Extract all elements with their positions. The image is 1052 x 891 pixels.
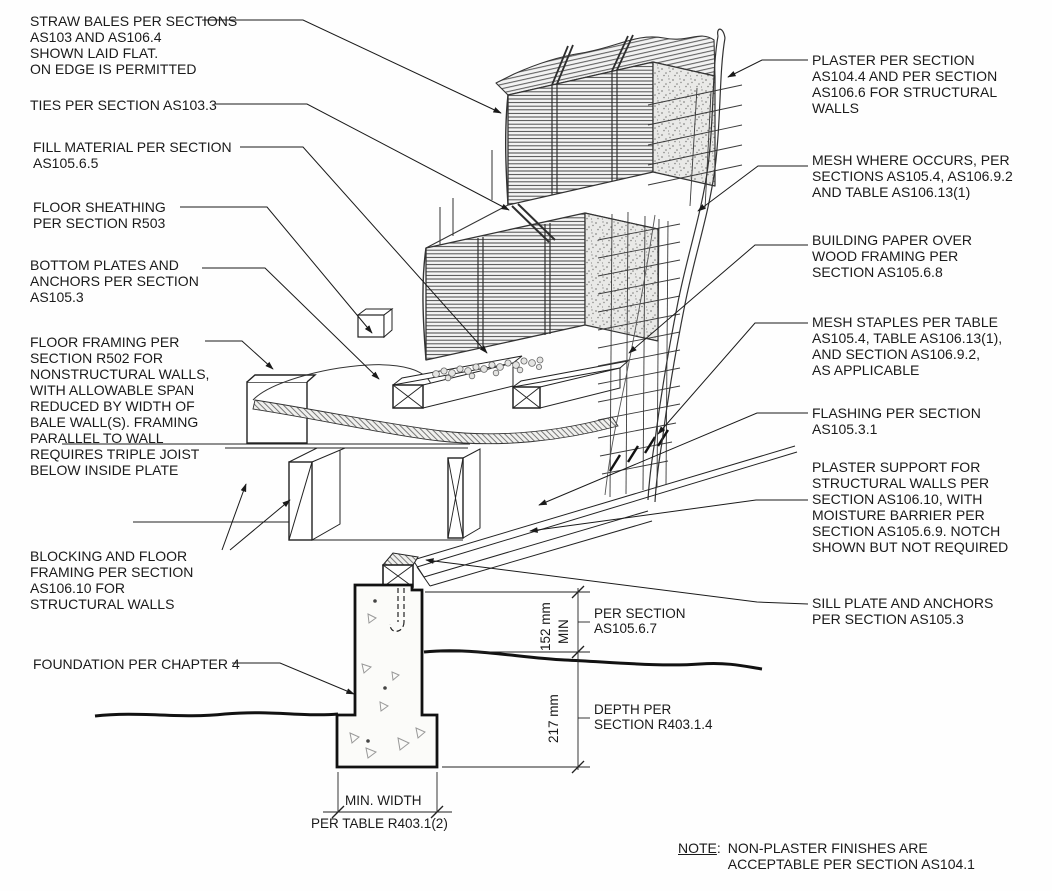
label-foundation: FOUNDATION PER CHAPTER 4 [33, 656, 240, 672]
leader-mesh-where [697, 165, 808, 212]
dim-ticks [571, 585, 585, 774]
leader-bottom-plates [202, 267, 380, 380]
label-plaster: PLASTER PER SECTION AS104.4 AND PER SECT… [812, 52, 998, 116]
label-floor-sheathing: FLOOR SHEATHING PER SECTION R503 [33, 199, 166, 231]
foundation-section [335, 583, 439, 769]
bale-ties-lower [477, 203, 556, 349]
aggregate-symbols [349, 599, 426, 759]
note: NOTE : NON-PLASTER FINISHES ARE ACCEPTAB… [678, 840, 975, 872]
leader-plaster [727, 59, 808, 78]
label-building-paper: BUILDING PAPER OVER WOOD FRAMING PER SEC… [812, 232, 973, 280]
joist-section-left [288, 447, 346, 541]
mesh-grid [597, 84, 743, 498]
leader-plaster-support [529, 499, 808, 533]
leader-lines [180, 19, 809, 695]
dim-stem-height-min: MIN [556, 619, 571, 644]
label-bottom-plates: BOTTOM PLATES AND ANCHORS PER SECTION AS… [30, 257, 199, 305]
straw-bale-upper [495, 34, 716, 206]
leader-ties [215, 103, 510, 211]
leader-foundation [232, 662, 355, 695]
dim-depth-ref: DEPTH PER SECTION R403.1.4 [594, 702, 713, 732]
leader-blocking-1 [221, 483, 247, 551]
leader-straw-bales [202, 19, 502, 114]
leader-mesh-staples [657, 322, 808, 435]
mesh-staples [608, 429, 670, 472]
label-floor-framing: FLOOR FRAMING PER SECTION R502 FOR NONST… [30, 334, 210, 478]
label-mesh-staples: MESH STAPLES PER TABLE AS105.4, TABLE AS… [812, 314, 1003, 378]
front-plate-1 [392, 355, 523, 409]
label-ties: TIES PER SECTION AS103.3 [30, 97, 217, 113]
label-straw-bales: STRAW BALES PER SECTIONS AS103 AND AS106… [30, 13, 238, 77]
ground-lines [94, 649, 763, 718]
leader-sill-plate [425, 558, 809, 605]
dim-stem-ref: PER SECTION AS105.6.7 [594, 606, 686, 636]
front-plate-2 [512, 360, 630, 409]
label-plaster-support: PLASTER SUPPORT FOR STRUCTURAL WALLS PER… [812, 459, 1009, 555]
fill-gravel [432, 356, 544, 382]
bale-ties-upper [551, 34, 634, 195]
label-flashing: FLASHING PER SECTION AS105.3.1 [812, 405, 981, 437]
leader-fill-material [240, 146, 488, 354]
label-fill-material: FILL MATERIAL PER SECTION AS105.6.5 [33, 139, 232, 171]
floor-joists [288, 447, 481, 541]
label-blocking: BLOCKING AND FLOOR FRAMING PER SECTION A… [30, 548, 194, 612]
leader-flashing [538, 412, 808, 506]
joist-section-right [447, 448, 481, 539]
leader-blocking-2 [229, 499, 291, 551]
label-sill-plate: SILL PLATE AND ANCHORS PER SECTION AS105… [812, 595, 994, 627]
sill-flashing-band [381, 445, 798, 588]
leader-building-paper [628, 244, 808, 354]
dim-width-ref: PER TABLE R403.1(2) [311, 816, 448, 831]
bale-pins [439, 150, 493, 245]
straw-bale-lower [422, 150, 659, 361]
note-separator: : [716, 840, 721, 856]
dim-depth: 217 mm [546, 694, 561, 743]
label-mesh-where: MESH WHERE OCCURS, PER SECTIONS AS105.4,… [812, 152, 1013, 200]
note-prefix: NOTE [678, 840, 717, 856]
anchor-bolt [389, 588, 405, 632]
dim-min-width: MIN. WIDTH [345, 793, 422, 808]
sill-plate-section [381, 552, 419, 588]
plaster-layer [647, 28, 726, 503]
note-text: NON-PLASTER FINISHES ARE ACCEPTABLE PER … [727, 840, 975, 872]
dim-stem-height: 152 mm [538, 602, 553, 651]
leader-floor-framing [205, 340, 274, 370]
dimension-lines [323, 585, 590, 819]
dim-ticks-width [331, 805, 444, 819]
leader-floor-sheathing [180, 206, 373, 334]
